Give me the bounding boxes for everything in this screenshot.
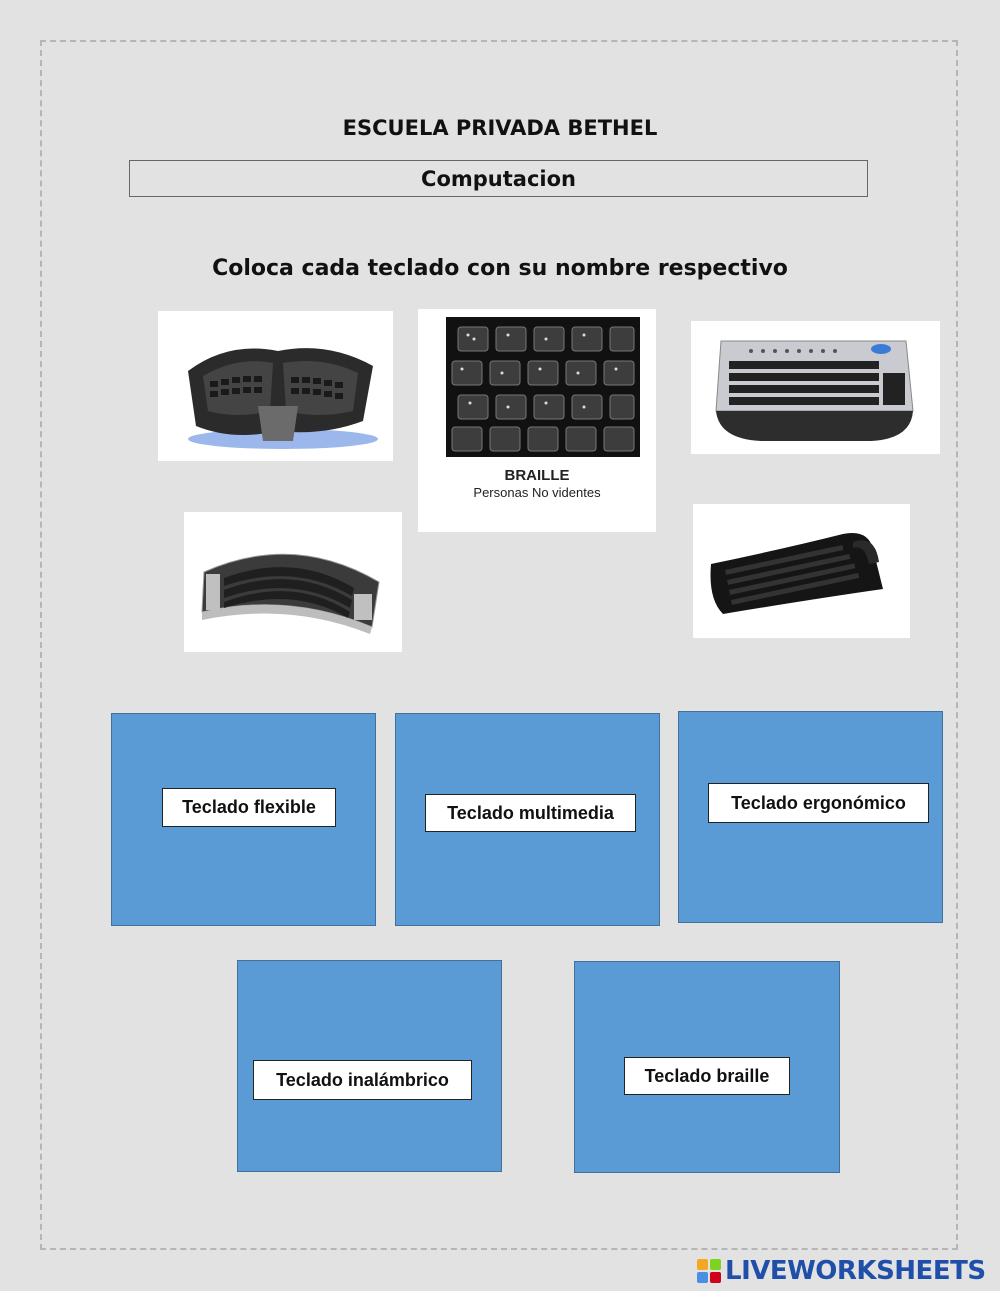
liveworksheets-logo: LIVEWORKSHEETS — [697, 1255, 986, 1287]
label-teclado-flexible[interactable]: Teclado flexible — [162, 788, 336, 827]
multimedia-keyboard-image — [691, 321, 940, 454]
instruction-text: Coloca cada teclado con su nombre respec… — [212, 256, 788, 281]
label-teclado-braille[interactable]: Teclado braille — [624, 1057, 790, 1095]
liveworksheets-badge-icon — [697, 1259, 721, 1283]
label-teclado-multimedia[interactable]: Teclado multimedia — [425, 794, 636, 832]
subject-box: Computacion — [129, 160, 868, 197]
braille-keyboard-image: BRAILLE Personas No videntes — [418, 309, 656, 532]
ergonomic-keyboard-image — [158, 311, 393, 461]
liveworksheets-brand-text: LIVEWORKSHEETS — [725, 1256, 986, 1286]
page-border — [40, 40, 958, 1250]
wireless-keyboard-image — [184, 512, 402, 652]
braille-caption-title: BRAILLE — [504, 467, 570, 484]
braille-caption-subtitle: Personas No videntes — [473, 485, 601, 500]
flexible-keyboard-image — [693, 504, 910, 638]
subject-title: Computacion — [421, 166, 576, 191]
school-name: ESCUELA PRIVADA BETHEL — [342, 116, 658, 140]
label-teclado-ergonomico[interactable]: Teclado ergonómico — [708, 783, 929, 823]
label-teclado-inalambrico[interactable]: Teclado inalámbrico — [253, 1060, 472, 1100]
